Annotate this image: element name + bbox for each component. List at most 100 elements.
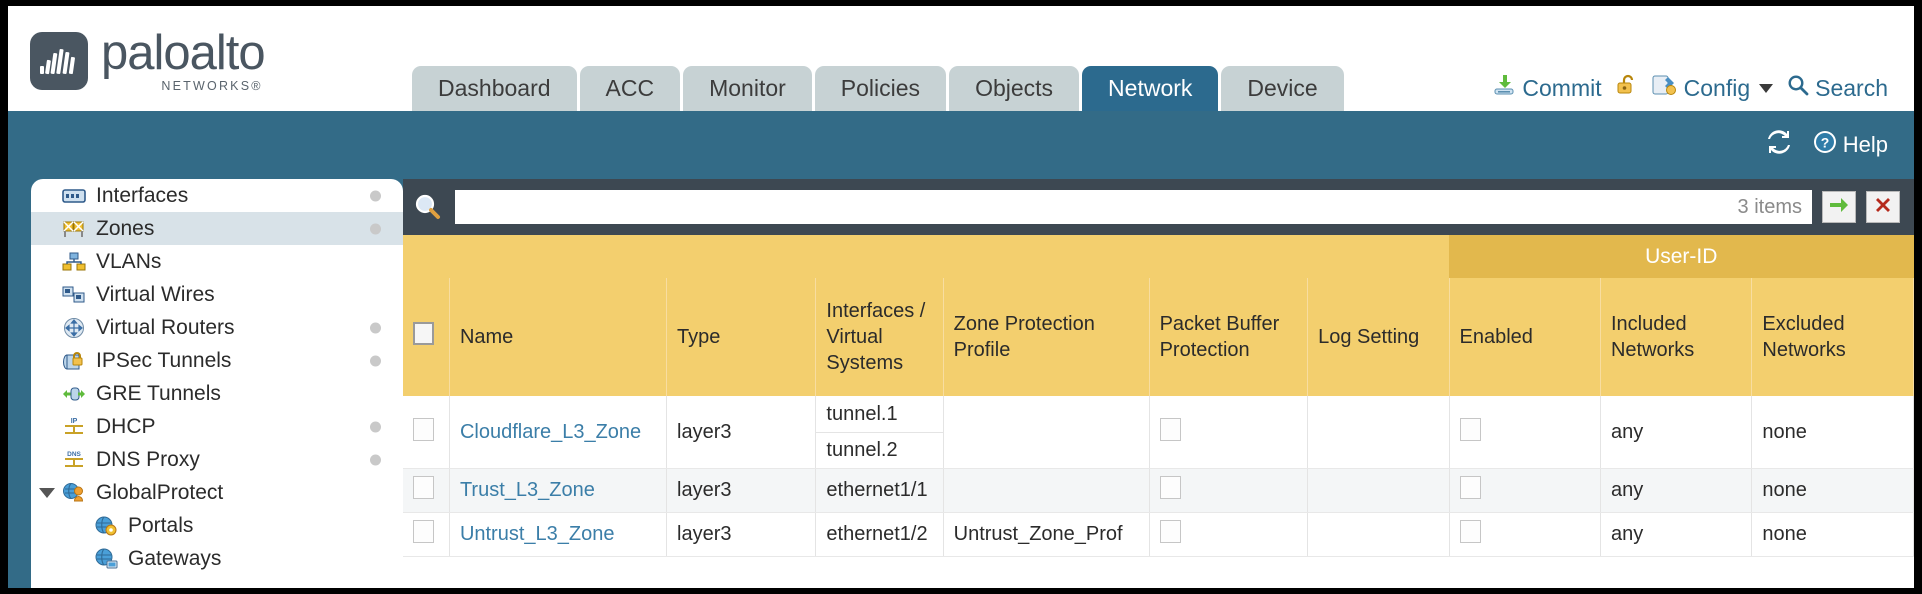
zones-icon <box>61 218 87 240</box>
apply-filter-button[interactable] <box>1822 191 1856 223</box>
expander-triangle-icon[interactable] <box>39 487 55 498</box>
row-checkbox[interactable] <box>413 476 434 500</box>
cell-packet-buffer-protection[interactable] <box>1149 512 1309 558</box>
clear-filter-button[interactable] <box>1866 191 1900 223</box>
refresh-icon[interactable] <box>1766 130 1792 160</box>
row-checkbox[interactable] <box>413 520 434 544</box>
status-dot <box>370 454 381 465</box>
main-panel: 3 items <box>403 179 1914 588</box>
help-question-icon: ? <box>1812 129 1838 161</box>
cell-name: Untrust_L3_Zone <box>449 512 668 558</box>
zones-table-wrapper: User-ID Name Type Interfaces / Virtual S… <box>403 235 1914 588</box>
dhcp-icon: IP <box>61 416 87 438</box>
row-select-cell[interactable] <box>403 468 450 514</box>
sidebar-item-virtual-routers[interactable]: Virtual Routers <box>31 311 403 344</box>
col-excluded-networks[interactable]: Excluded Networks <box>1751 278 1914 397</box>
sidebar-item-dns-proxy[interactable]: DNS DNS Proxy <box>31 443 403 476</box>
sidebar-item-label: Virtual Wires <box>96 282 215 306</box>
col-interfaces-virtual-systems[interactable]: Interfaces / Virtual Systems <box>815 278 944 397</box>
table-row[interactable]: Trust_L3_Zone layer3 ethernet1/1 any non… <box>403 468 1914 514</box>
col-included-networks[interactable]: Included Networks <box>1600 278 1753 397</box>
sidebar-item-label: DNS Proxy <box>96 447 200 471</box>
cell-userid-enabled[interactable] <box>1449 512 1601 558</box>
select-all-checkbox[interactable] <box>413 322 434 346</box>
main-tabs: Dashboard ACC Monitor Policies Objects N… <box>412 66 1347 111</box>
tab-label: Policies <box>840 75 921 101</box>
cell-name: Trust_L3_Zone <box>449 468 668 514</box>
sidebar-item-zones[interactable]: Zones <box>31 212 403 245</box>
top-bar: paloalto NETWORKS® Dashboard ACC Monitor… <box>8 6 1914 111</box>
gre-tunnels-icon <box>61 383 87 405</box>
item-count-label: 3 items <box>1737 195 1802 218</box>
col-type[interactable]: Type <box>666 278 817 397</box>
ipsec-tunnels-icon <box>61 350 87 372</box>
packet-buffer-protection-checkbox[interactable] <box>1159 520 1181 544</box>
col-log-setting[interactable]: Log Setting <box>1307 278 1450 397</box>
lock-button[interactable] <box>1616 73 1638 103</box>
search-magnifier-icon[interactable] <box>411 190 445 224</box>
row-checkbox[interactable] <box>413 417 434 441</box>
cell-zone-protection-profile <box>943 468 1150 514</box>
zone-name-link[interactable]: Untrust_L3_Zone <box>459 523 615 546</box>
col-name[interactable]: Name <box>449 278 668 397</box>
cell-packet-buffer-protection[interactable] <box>1149 396 1309 470</box>
tab-objects[interactable]: Objects <box>949 66 1080 111</box>
cell-packet-buffer-protection[interactable] <box>1149 468 1309 514</box>
zones-table: User-ID Name Type Interfaces / Virtual S… <box>403 235 1914 558</box>
row-select-cell[interactable] <box>403 512 450 558</box>
tab-dashboard[interactable]: Dashboard <box>412 66 577 111</box>
config-menu[interactable]: Config <box>1652 73 1774 103</box>
sidebar-item-virtual-wires[interactable]: Virtual Wires <box>31 278 403 311</box>
tab-device[interactable]: Device <box>1221 66 1344 111</box>
sidebar-item-globalprotect[interactable]: GlobalProtect <box>31 476 403 509</box>
svg-text:IP: IP <box>71 418 78 425</box>
cell-log-setting <box>1307 512 1450 558</box>
zone-name-link[interactable]: Cloudflare_L3_Zone <box>459 420 642 443</box>
sidebar-item-interfaces[interactable]: Interfaces <box>31 179 403 212</box>
userid-enabled-checkbox[interactable] <box>1459 520 1481 544</box>
group-header-spacer <box>403 235 1450 279</box>
cell-userid-enabled[interactable] <box>1449 468 1601 514</box>
search-magnifier-icon <box>1787 74 1809 102</box>
cell-log-setting <box>1307 396 1450 470</box>
sidebar-item-gateways[interactable]: Gateways <box>31 542 403 575</box>
select-all-header[interactable] <box>403 278 450 397</box>
sidebar-item-portals[interactable]: Portals <box>31 509 403 542</box>
col-enabled[interactable]: Enabled <box>1449 278 1601 397</box>
sidebar-item-label: GlobalProtect <box>96 480 224 504</box>
col-packet-buffer-protection[interactable]: Packet Buffer Protection <box>1149 278 1309 397</box>
tab-acc[interactable]: ACC <box>579 66 681 111</box>
packet-buffer-protection-checkbox[interactable] <box>1159 417 1181 441</box>
userid-enabled-checkbox[interactable] <box>1459 417 1481 441</box>
table-row[interactable]: Cloudflare_L3_Zone layer3 tunnel.1 tunne… <box>403 396 1914 470</box>
help-button[interactable]: ? Help <box>1812 129 1888 161</box>
tab-network[interactable]: Network <box>1082 66 1219 111</box>
tab-policies[interactable]: Policies <box>814 66 947 111</box>
sidebar-item-dhcp[interactable]: IP DHCP <box>31 410 403 443</box>
cell-userid-enabled[interactable] <box>1449 396 1601 470</box>
sidebar-item-label: VLANs <box>96 249 162 273</box>
table-head: User-ID Name Type Interfaces / Virtual S… <box>403 235 1914 397</box>
dns-proxy-icon: DNS <box>61 449 87 471</box>
packet-buffer-protection-checkbox[interactable] <box>1159 476 1181 500</box>
brand-logo: paloalto NETWORKS® <box>30 26 266 93</box>
userid-enabled-checkbox[interactable] <box>1459 476 1481 500</box>
commit-button[interactable]: Commit <box>1492 73 1602 103</box>
tab-monitor[interactable]: Monitor <box>683 66 812 111</box>
table-row[interactable]: Untrust_L3_Zone layer3 ethernet1/2 Untru… <box>403 512 1914 558</box>
sidebar-item-vlans[interactable]: VLANs <box>31 245 403 278</box>
sidebar-item-ipsec-tunnels[interactable]: IPSec Tunnels <box>31 344 403 377</box>
cell-interfaces: ethernet1/2 <box>815 512 944 558</box>
sidebar-item-gre-tunnels[interactable]: GRE Tunnels <box>31 377 403 410</box>
search-input[interactable]: 3 items <box>455 190 1812 224</box>
cell-zone-protection-profile <box>943 396 1150 470</box>
commit-label: Commit <box>1522 74 1602 101</box>
col-zone-protection-profile[interactable]: Zone Protection Profile <box>943 278 1150 397</box>
search-button[interactable]: Search <box>1787 74 1888 102</box>
row-select-cell[interactable] <box>403 396 450 470</box>
sidebar-nav: Interfaces Zones VLANs Vir <box>31 179 403 588</box>
tab-label: Dashboard <box>438 75 551 101</box>
zone-name-link[interactable]: Trust_L3_Zone <box>459 479 595 502</box>
tab-label: Network <box>1108 75 1193 101</box>
content-area: Interfaces Zones VLANs Vir <box>8 179 1914 588</box>
